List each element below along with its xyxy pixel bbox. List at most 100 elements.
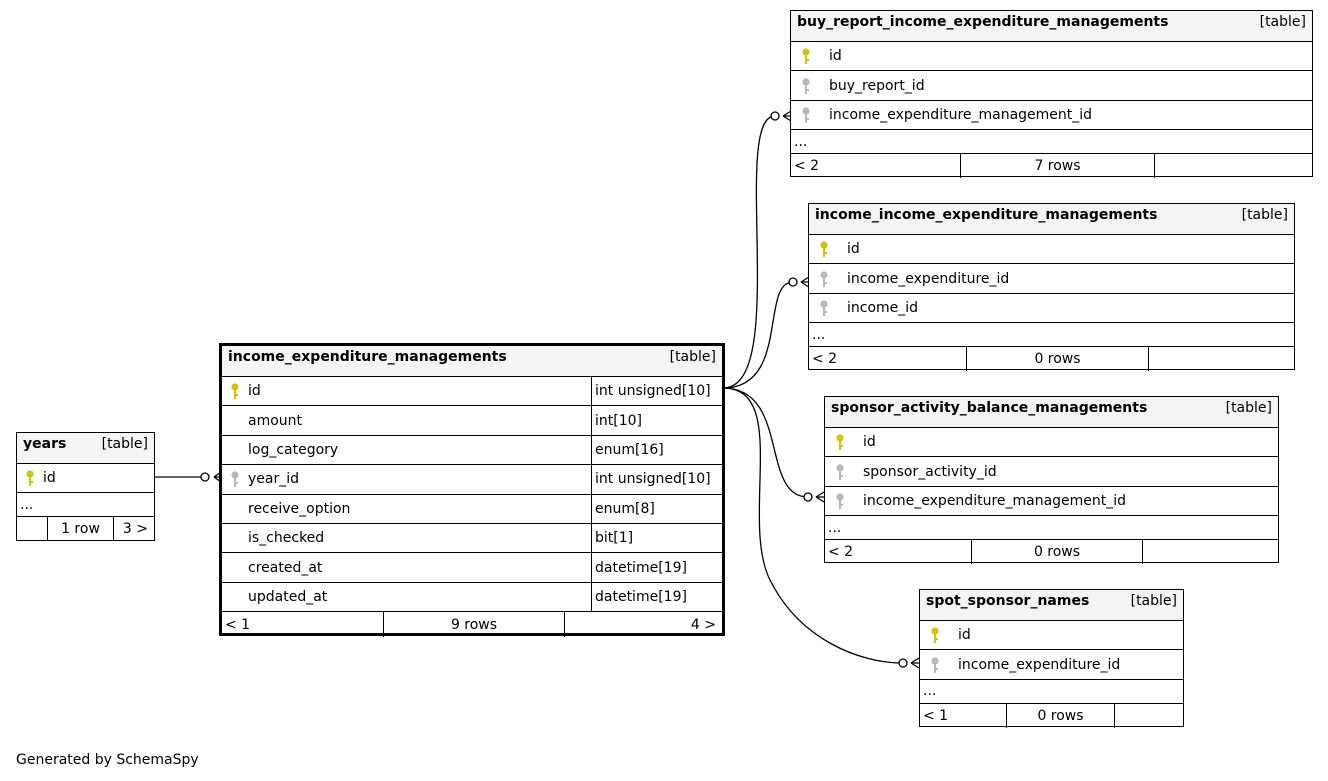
column-type: int unsigned[10] — [595, 471, 711, 488]
column-name: income_expenditure_id — [847, 270, 1010, 287]
table-header: buy_report_income_expenditure_management… — [791, 11, 1312, 42]
column-type: bit[1] — [595, 530, 634, 547]
table-header: income_income_expenditure_managements [t… — [809, 204, 1294, 235]
table-footer: < 1 9 rows 4 > — [222, 612, 722, 638]
column-name: year_id — [248, 471, 300, 488]
column-name: id — [847, 241, 860, 258]
footer-parents[interactable]: < 1 — [225, 616, 251, 633]
footer-parents[interactable]: < 2 — [794, 158, 820, 175]
column-type-cell: datetime[19] — [591, 553, 722, 582]
table-header: years [table] — [17, 433, 154, 464]
more-columns-ellipsis: ... — [920, 680, 1183, 704]
column-type-cell: int[10] — [591, 406, 722, 435]
table-years[interactable]: years [table] id ... 1 row 3 > — [16, 432, 155, 541]
column-row-id[interactable]: id — [791, 42, 1312, 72]
column-row-income-expenditure-id[interactable]: income_expenditure_id — [809, 264, 1294, 294]
column-row-buy-report-id[interactable]: buy_report_id — [791, 71, 1312, 101]
column-type-cell: int unsigned[10] — [591, 377, 722, 406]
column-type: datetime[19] — [595, 588, 687, 605]
column-row-sponsor-activity-id[interactable]: sponsor_activity_id — [825, 457, 1278, 487]
footer-row-count: 7 rows — [960, 154, 1154, 179]
table-income-income-expenditure-managements[interactable]: income_income_expenditure_managements [t… — [808, 203, 1295, 372]
column-type: int[10] — [595, 412, 642, 429]
foreign-key-icon — [809, 270, 839, 288]
column-row-amount[interactable]: amount int[10] — [222, 406, 722, 436]
column-name: id — [43, 470, 56, 486]
footer-children[interactable]: 3 > — [113, 517, 154, 540]
footer-children[interactable] — [1114, 703, 1183, 728]
column-type-cell: enum[8] — [591, 494, 722, 523]
table-name: spot_sponsor_names — [926, 593, 1090, 609]
column-row-id[interactable]: id — [920, 621, 1183, 651]
table-header: income_expenditure_managements [table] — [222, 346, 722, 377]
column-name: sponsor_activity_id — [863, 463, 997, 480]
column-row-income-expenditure-id[interactable]: income_expenditure_id — [920, 650, 1183, 680]
footer-parents[interactable]: < 2 — [812, 351, 838, 368]
column-name: income_expenditure_id — [958, 656, 1121, 673]
column-row-id[interactable]: id — [17, 464, 154, 493]
table-name: years — [23, 436, 67, 452]
footer-parents[interactable]: < 2 — [828, 544, 854, 561]
footer-row-count: 1 row — [47, 517, 113, 540]
column-row-income-expenditure-management-id[interactable]: income_expenditure_management_id — [791, 101, 1312, 131]
column-name: is_checked — [248, 530, 325, 547]
column-name-cell: year_id — [222, 465, 591, 493]
column-name: id — [829, 48, 842, 65]
footer-parents[interactable]: < 1 — [923, 707, 949, 724]
column-row-id[interactable]: id int unsigned[10] — [222, 377, 722, 407]
footer-row-count: 0 rows — [971, 540, 1142, 565]
footer-children[interactable] — [1142, 540, 1278, 565]
table-kind: [table] — [1241, 207, 1288, 223]
column-row-income-id[interactable]: income_id — [809, 294, 1294, 324]
column-name: id — [958, 627, 971, 644]
link-sponsor-activity — [722, 387, 809, 498]
primary-key-icon — [222, 382, 248, 400]
foreign-key-icon — [791, 106, 821, 124]
column-type-cell: bit[1] — [591, 523, 722, 553]
footer-children[interactable] — [1154, 154, 1312, 179]
foreign-key-icon — [222, 470, 248, 488]
table-footer: < 2 0 rows — [825, 540, 1278, 565]
foreign-key-icon — [920, 656, 950, 674]
footer-children[interactable]: 4 > — [564, 612, 722, 638]
column-name-cell: receive_option — [222, 495, 591, 523]
column-row-income-expenditure-management-id[interactable]: income_expenditure_management_id — [825, 487, 1278, 517]
table-income-expenditure-managements[interactable]: income_expenditure_managements [table] i… — [219, 343, 725, 638]
column-row-id[interactable]: id — [825, 428, 1278, 458]
foreign-key-icon — [809, 299, 839, 317]
footer-parents[interactable] — [17, 517, 47, 540]
column-name: income_expenditure_management_id — [829, 106, 1093, 123]
column-type: datetime[19] — [595, 559, 687, 576]
column-type-cell: enum[16] — [591, 435, 722, 465]
column-type: enum[16] — [595, 441, 664, 458]
column-name: id — [248, 383, 261, 400]
table-buy-report-income-expenditure-managements[interactable]: buy_report_income_expenditure_management… — [790, 10, 1313, 179]
column-type: enum[8] — [595, 500, 655, 517]
column-name: buy_report_id — [829, 77, 925, 94]
footer-children[interactable] — [1148, 347, 1294, 372]
table-header: sponsor_activity_balance_managements [ta… — [825, 397, 1278, 428]
more-columns-ellipsis: ... — [825, 516, 1278, 541]
table-sponsor-activity-balance-managements[interactable]: sponsor_activity_balance_managements [ta… — [824, 396, 1279, 565]
more-columns-ellipsis: ... — [809, 323, 1294, 348]
generator-caption: Generated by SchemaSpy — [16, 752, 199, 768]
column-name: income_id — [847, 299, 919, 316]
column-name: amount — [248, 412, 303, 429]
table-kind: [table] — [669, 349, 716, 365]
column-row-id[interactable]: id — [809, 235, 1294, 265]
column-row-is-checked[interactable]: is_checked bit[1] — [222, 523, 722, 554]
more-columns-ellipsis: ... — [17, 493, 154, 517]
foreign-key-icon — [791, 77, 821, 95]
column-type-cell: int unsigned[10] — [591, 465, 722, 494]
column-row-year-id[interactable]: year_id int unsigned[10] — [222, 465, 722, 495]
column-name-cell: updated_at — [222, 583, 591, 611]
primary-key-icon — [17, 469, 43, 487]
table-footer: 1 row 3 > — [17, 517, 154, 540]
column-name-cell: is_checked — [222, 524, 591, 552]
